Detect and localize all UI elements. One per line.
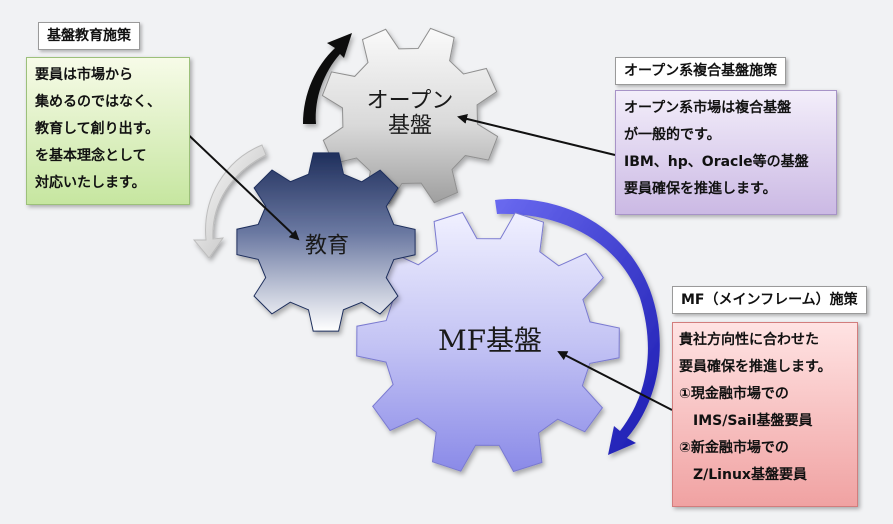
mf-line: Z/Linux基盤要員 [679,467,807,483]
kiban-line: 要員は市場から [35,67,133,83]
mf-line: ②新金融市場での [679,440,789,456]
open-line: 要員確保を推進します。 [624,181,777,197]
kiban-line: 対応いたします。 [35,175,146,191]
pointer-arrow-kiban [177,124,300,241]
open-policy-title: オープン系複合基盤施策 [615,57,787,85]
kiban-line: 集めるのではなく、 [35,94,161,110]
kiban-line: 教育して創り出す。 [35,121,160,137]
gear-label-open: オープン 基盤 [366,88,454,139]
mf-line: ①現金融市場での [679,386,789,402]
cycle-arrow-black [303,33,352,124]
kiban-line: を基本理念として [35,148,147,164]
pointer-arrow-open [457,114,616,156]
mf-line: 要員確保を推進します。 [679,359,832,375]
gear-open-kiban [321,27,499,205]
open-line: IBM、hp、Oracle等の基盤 [624,154,809,170]
open-line: が一般的です。 [624,127,721,143]
kiban-education-title: 基盤教育施策 [38,22,140,50]
gear-label-education: 教育 [304,233,350,259]
mf-line: 貴社方向性に合わせた [679,332,819,348]
kiban-education-description: 要員は市場から 集めるのではなく、 教育して創り出す。 を基本理念として 対応い… [26,57,190,205]
mf-policy-description: 貴社方向性に合わせた 要員確保を推進します。 ①現金融市場での IMS/Sail… [672,322,858,507]
mf-policy-title: MF（メインフレーム）施策 [672,286,867,314]
open-line: オープン系市場は複合基盤 [624,100,792,116]
pointer-arrow-mf [557,351,673,411]
mf-line: IMS/Sail基盤要員 [679,413,813,429]
cycle-arrow-white [192,144,267,259]
gear-education [236,152,416,332]
gear-label-mf: MF基盤 [437,323,543,357]
open-policy-description: オープン系市場は複合基盤 が一般的です。 IBM、hp、Oracle等の基盤 要… [615,90,837,215]
